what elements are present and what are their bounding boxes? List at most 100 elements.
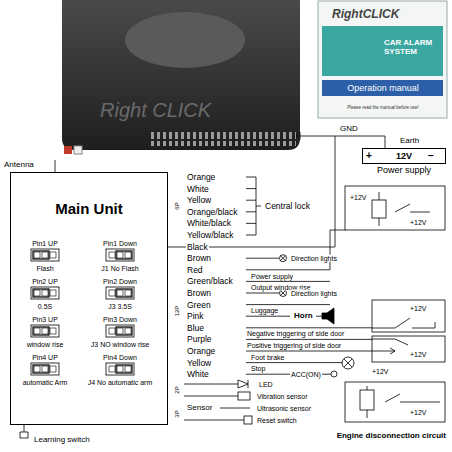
group-label: Central lock [264,202,311,211]
wire [246,304,330,305]
jumper-pin [109,290,115,296]
wire [246,177,256,178]
polarity-sign: − [428,151,434,161]
lamp-symbol [281,291,286,296]
wire [246,351,372,352]
wire [246,281,330,282]
horn-speaker [322,308,334,324]
alarm-unit-photo [74,146,82,154]
wire [246,235,256,236]
wire-name: Orange/black [186,208,239,217]
jumper-label: Pin1 Down [103,240,137,247]
main-unit-box: Main Unit [10,172,168,425]
wire [316,316,322,317]
jumper-pin [117,290,123,296]
operation-manual [318,1,447,118]
manual-text: Please read the manual before use! [347,106,418,111]
wire [246,269,330,270]
jumper-pin [50,328,56,334]
foot-brake-box [372,336,445,362]
jumper-cap [33,365,49,373]
wire [246,188,256,189]
wire [256,206,261,207]
wire-connector [168,136,385,247]
jumper-pin [125,252,131,258]
function-label: Vibration sensor [256,393,308,400]
relay-box [345,186,445,230]
jumper-cap [116,365,132,373]
alarm-unit-photo [150,132,296,146]
jumper-block [106,325,134,337]
voltage-label: +12V [410,409,427,416]
jumper-pin [50,290,56,296]
voltage-label: +12V [372,368,389,375]
wire-name: Green/black [186,277,234,286]
stop-bulb [344,359,352,367]
jumper-label: J1 No Flash [101,265,138,272]
jumper-label: Pin1 UP [32,240,58,247]
jumper-cap [33,327,49,335]
jumper-label: Pin4 UP [32,354,58,361]
ground-label: Earth [400,137,419,145]
jumper-block [31,287,59,299]
wire-name: Blue [186,324,205,333]
ground-label: GND [340,125,358,133]
jumper-label: 0.5S [38,303,52,310]
wire-name: Orange [186,173,216,182]
relay-box [345,186,445,230]
antenna-wire [20,425,28,438]
wire-name: Purple [186,335,213,344]
jumper-block [31,249,59,261]
jumper-pin [42,328,48,334]
wire [220,408,250,409]
wire-name: Orange [186,347,216,356]
jumper-block [106,287,134,299]
wire [184,420,244,421]
jumper-label: J3 NO window rise [91,341,149,348]
acc-key [331,371,337,377]
foot-brake-box [372,336,445,362]
sensor-symbols [244,416,252,424]
jumper-pin [50,366,56,372]
jumper-pin [125,328,131,334]
connector-tag: 6P [174,202,180,209]
alarm-unit-photo [62,0,300,150]
ground-wire [297,132,335,140]
wire-name: White/black [186,219,232,228]
jumper-label: J3 3.5S [108,303,132,310]
voltage-label: +12V [410,305,427,312]
connector-tag: 2P [174,386,180,393]
wire [246,362,342,363]
jumper-label: Flash [36,265,53,272]
watermark: Right CLICK [100,100,211,120]
jumper-pin [50,252,56,258]
jumper-pin [125,290,131,296]
jumper-pin [34,290,40,296]
wire [246,258,279,259]
jumper-cap [33,289,49,297]
engine-relay-box [367,386,440,418]
wire [246,293,279,294]
alarm-unit-photo [125,12,245,68]
engine-relay-box [360,390,374,410]
connector-tag: 12P [174,306,180,317]
jumper-pin [109,252,115,258]
relay-box [379,192,430,226]
sensor-symbols [238,380,252,424]
wire-name: Pink [186,312,205,321]
lamp-symbol [281,256,286,261]
jumper-pin [42,252,48,258]
wire [246,211,256,212]
wire [330,230,331,270]
engine-relay-box [345,382,445,422]
jumper-block [31,325,59,337]
function-label: Direction lights [290,255,338,262]
antenna-label: Antenna [4,161,34,169]
function-label: Stop [250,365,266,372]
jumper-cap [116,289,132,297]
operation-manual [318,1,447,118]
jumper-label: J4 No automatic arm [88,379,153,386]
wire [246,316,290,317]
alarm-unit-photo [62,0,300,154]
